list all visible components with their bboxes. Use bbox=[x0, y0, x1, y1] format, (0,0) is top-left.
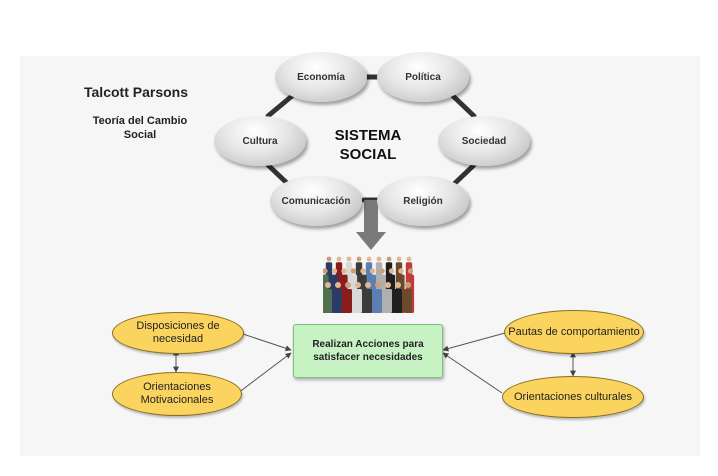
node-culturales: Orientaciones culturales bbox=[502, 376, 644, 418]
crowd-person-head bbox=[346, 256, 352, 262]
node-religion: Religión bbox=[377, 176, 469, 226]
crowd-person-head bbox=[336, 256, 342, 262]
crowd-person-head bbox=[388, 268, 395, 274]
crowd-person-body bbox=[344, 289, 352, 313]
crowd-person-head bbox=[323, 268, 328, 274]
crowd-person-head bbox=[326, 256, 332, 262]
crowd-person-head bbox=[335, 282, 341, 288]
crowd-person-head bbox=[366, 256, 372, 262]
crowd-person-head bbox=[365, 282, 371, 288]
crowd-person-body bbox=[354, 289, 362, 313]
crowd-person-head bbox=[369, 268, 376, 274]
crowd-person-body bbox=[404, 289, 412, 313]
crowd-person-body bbox=[394, 289, 402, 313]
link-pautas-acciones bbox=[442, 332, 506, 352]
action-box: Realizan Acciones para satisfacer necesi… bbox=[293, 324, 443, 378]
crowd-person-head bbox=[345, 282, 351, 288]
crowd-person-head bbox=[350, 268, 357, 274]
link-culturales-acciones bbox=[442, 352, 503, 394]
crowd-person-head bbox=[360, 268, 366, 274]
system-title: SISTEMA SOCIAL bbox=[334, 127, 402, 163]
node-politica: Política bbox=[377, 52, 469, 102]
crowd-person-head bbox=[331, 268, 338, 274]
link-disposiciones-acciones bbox=[239, 332, 292, 352]
crowd-person-body bbox=[384, 289, 392, 313]
link-economia-cultura bbox=[265, 93, 295, 119]
crowd-person-head bbox=[396, 256, 402, 262]
crowd-person-head bbox=[386, 256, 392, 262]
node-economia: Economía bbox=[275, 52, 367, 102]
crowd-person-head bbox=[325, 282, 331, 288]
crowd-person-head bbox=[376, 256, 382, 262]
crowd-person-body bbox=[364, 289, 372, 313]
crowd-person-head bbox=[385, 282, 391, 288]
crowd-person-head bbox=[407, 268, 414, 274]
crowd-person-head bbox=[375, 282, 381, 288]
node-cultura: Cultura bbox=[214, 116, 306, 166]
link-motivacionales-acciones bbox=[237, 352, 292, 394]
node-pautas: Pautas de comportamiento bbox=[504, 310, 644, 354]
crowd-person-head bbox=[405, 282, 411, 288]
people-crowd-icon bbox=[323, 256, 415, 313]
node-disposiciones: Disposiciones de necesidad bbox=[112, 312, 244, 354]
node-motivacionales: Orientaciones Motivacionales bbox=[112, 372, 242, 416]
crowd-person-head bbox=[341, 268, 347, 274]
crowd-person-head bbox=[395, 282, 401, 288]
crowd-person-head bbox=[398, 268, 404, 274]
node-comunicacion: Comunicación bbox=[270, 176, 362, 226]
node-sociedad: Sociedad bbox=[438, 116, 530, 166]
big-down-arrow-icon bbox=[356, 200, 386, 250]
crowd-person-body bbox=[324, 289, 332, 313]
crowd-person-head bbox=[379, 268, 385, 274]
crowd-person-head bbox=[355, 282, 361, 288]
crowd-person-head bbox=[406, 256, 412, 262]
author-name: Talcott Parsons bbox=[84, 84, 188, 100]
theory-title: Teoría del Cambio Social bbox=[92, 115, 188, 141]
crowd-person-body bbox=[334, 289, 342, 313]
crowd-person-body bbox=[374, 289, 382, 313]
link-politica-sociedad bbox=[450, 93, 477, 119]
crowd-person-head bbox=[356, 256, 362, 262]
